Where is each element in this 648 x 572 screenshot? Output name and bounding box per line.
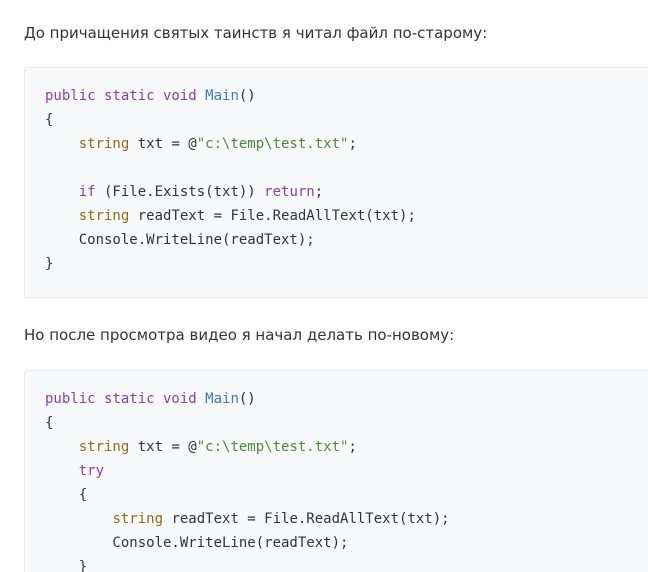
code-line xyxy=(45,156,416,180)
second-paragraph: Но после просмотра видео я начал делать … xyxy=(24,326,455,344)
code-token: string xyxy=(78,439,130,455)
code-token: "c:\temp\test.txt" xyxy=(196,136,349,152)
intro-paragraph: До причащения святых таинств я читал фай… xyxy=(24,24,488,42)
code-token xyxy=(45,463,79,479)
code-token: return xyxy=(264,184,315,200)
code-line: public static void Main() xyxy=(45,387,450,411)
code-token: public static void xyxy=(45,88,206,104)
code-line: { xyxy=(45,411,450,435)
code-token: { xyxy=(45,112,54,128)
code-token: } xyxy=(45,559,88,572)
code-line: Console.WriteLine(readText); xyxy=(45,228,416,252)
code-token: (File.Exists(txt)) xyxy=(95,184,265,200)
code-token xyxy=(45,136,79,152)
code-line: public static void Main() xyxy=(45,84,416,108)
code-token: Console.WriteLine(readText); xyxy=(45,232,315,248)
code-line: try xyxy=(45,459,450,483)
code-line: Console.WriteLine(readText); xyxy=(45,531,450,555)
code-token: "c:\temp\test.txt" xyxy=(196,439,349,455)
code-token: ; xyxy=(348,439,357,455)
code-line: { xyxy=(45,108,416,132)
code-token: ; xyxy=(314,184,324,200)
code-token: } xyxy=(45,256,54,272)
code-token: string xyxy=(78,208,130,224)
code-token: readText = File.ReadAllText(txt); xyxy=(129,208,416,224)
code-line: string readText = File.ReadAllText(txt); xyxy=(45,204,416,228)
code-token: readText = File.ReadAllText(txt); xyxy=(163,511,450,527)
code-token xyxy=(45,511,112,527)
code-token: ; xyxy=(348,136,357,152)
code-block-new: public static void Main() { string txt = … xyxy=(24,370,648,572)
code-token: Main xyxy=(205,391,239,407)
code-token: { xyxy=(45,415,54,431)
code-token: string xyxy=(112,511,164,527)
code-token: txt = @ xyxy=(129,439,197,455)
code-token: () xyxy=(238,391,256,407)
code-line: } xyxy=(45,555,450,572)
code-line: string readText = File.ReadAllText(txt); xyxy=(45,507,450,531)
code-token xyxy=(45,439,79,455)
code-line: string txt = @"c:\temp\test.txt"; xyxy=(45,435,450,459)
code-line: string txt = @"c:\temp\test.txt"; xyxy=(45,132,416,156)
code-token: string xyxy=(78,136,130,152)
code-block-old: public static void Main() { string txt = … xyxy=(24,67,648,298)
code-token: Main xyxy=(205,88,239,104)
code-lines-old: public static void Main() { string txt = … xyxy=(45,84,416,276)
code-line: } xyxy=(45,252,416,276)
code-token: () xyxy=(238,88,256,104)
code-token: try xyxy=(78,463,105,479)
code-token: public static void xyxy=(45,391,206,407)
code-token xyxy=(45,184,79,200)
code-token: if xyxy=(78,184,96,200)
code-token: Console.WriteLine(readText); xyxy=(45,535,349,551)
code-line: if (File.Exists(txt)) return; xyxy=(45,180,416,204)
code-line: { xyxy=(45,483,450,507)
code-token: txt = @ xyxy=(129,136,197,152)
code-token xyxy=(45,208,79,224)
code-lines-new: public static void Main() { string txt = … xyxy=(45,387,450,572)
code-token: { xyxy=(45,487,88,503)
